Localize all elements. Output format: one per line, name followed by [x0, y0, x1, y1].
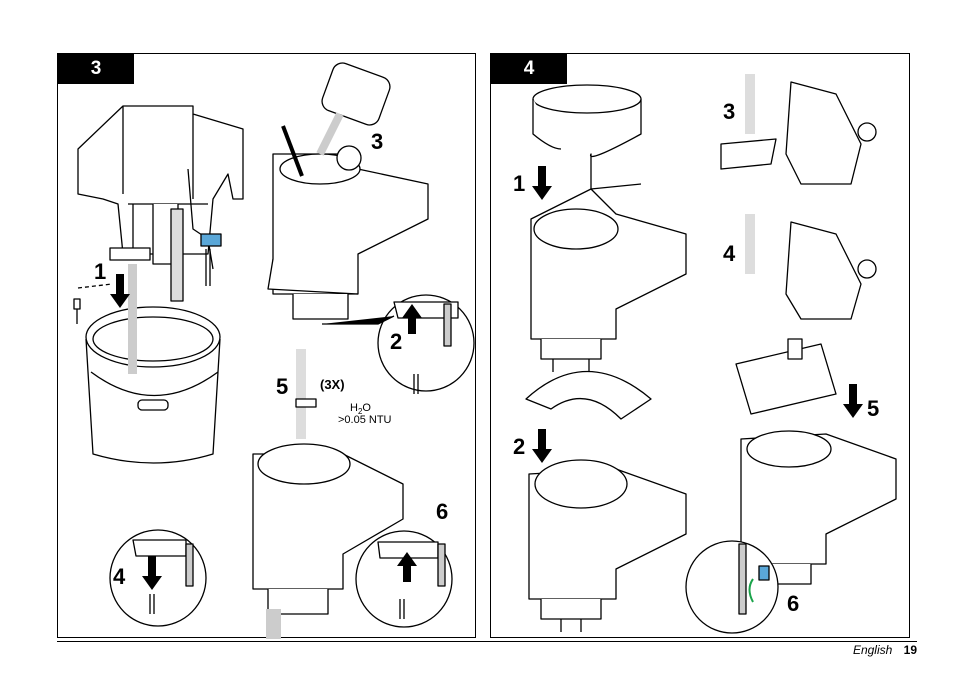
- turbidity-label: >0.05 NTU: [338, 414, 392, 426]
- panel-3-step-1: 1: [94, 259, 106, 284]
- panel-3-step-2: 2: [390, 329, 402, 354]
- panel-4-step-2: 2: [513, 434, 525, 459]
- panel-3-step-3: 3: [371, 129, 383, 154]
- panel-4-illustration: 1 2 3 4 5 6: [491, 54, 911, 639]
- panel-3-step-6: 6: [436, 499, 448, 524]
- sensor-head-illustration-2: [745, 214, 876, 319]
- panel-3-step-4: 4: [113, 564, 126, 589]
- step-6-tube-detail: [686, 541, 778, 633]
- sensor-head-illustration-1: [721, 74, 876, 184]
- page-footer: English 19: [853, 643, 917, 657]
- panel-4-step-6: 6: [787, 591, 799, 616]
- panel-4: 4: [490, 53, 910, 638]
- panel-4-step-5: 5: [867, 396, 879, 421]
- footer-language: English: [853, 643, 892, 657]
- footer-rule: [57, 641, 917, 642]
- footer-page-number: 19: [904, 643, 917, 657]
- bucket-illustration: [86, 264, 220, 463]
- panel-4-step-4: 4: [723, 241, 736, 266]
- flow-cell-body-1-illustration: [531, 189, 686, 372]
- sediment-ring-illustration: [533, 85, 641, 189]
- panel-4-step-3: 3: [723, 99, 735, 124]
- panel-3-illustration: 1 2 3 4 5 6 (3X) H2O >0.05 NTU: [58, 54, 477, 639]
- flow-cell-cleaning-illustration: [268, 60, 428, 319]
- baffle-ring-illustration: [526, 372, 651, 420]
- repeat-label: (3X): [320, 377, 345, 392]
- flow-cell-body-2-illustration: [529, 460, 686, 632]
- panel-4-step-1: 1: [513, 171, 525, 196]
- panel-3-step-5: 5: [276, 374, 288, 399]
- panel-3: 3: [57, 53, 476, 638]
- sensor-install-illustration: [736, 339, 896, 584]
